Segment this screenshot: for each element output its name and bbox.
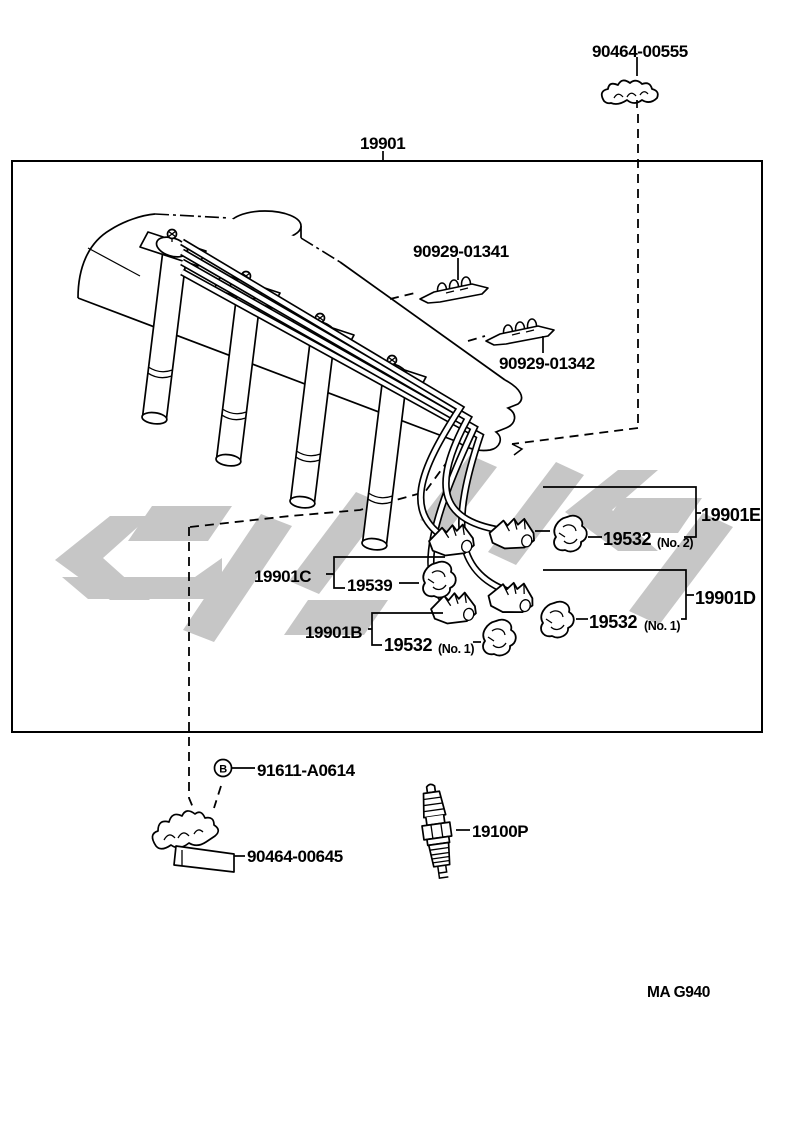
label-grommet-no2: 19532 [603, 529, 651, 549]
cord-d-bracket [543, 569, 694, 620]
label-clamp-bottom: 90464-00645 [247, 847, 343, 866]
cover-top-edge-dashdot-1 [154, 213, 230, 219]
cord-c-bracket [326, 556, 445, 589]
grommet-19539 [422, 560, 457, 599]
clamp-1342-dashed-line [467, 335, 486, 342]
label-grommet-19539: 19539 [347, 576, 392, 595]
cord-e-bracket [543, 486, 701, 538]
wire-2 [180, 250, 507, 534]
harness-boundary-dashed-line [189, 461, 448, 528]
label-spark-plug: 19100P [472, 822, 528, 841]
circle-b-letter: B [219, 764, 227, 776]
label-clamp-1342: 90929-01342 [499, 354, 595, 373]
label-cord-c: 19901C [254, 567, 311, 586]
cover-top-edge-dashdot-2 [300, 237, 341, 263]
bolt-reference: B [213, 758, 255, 778]
clamp-top-dashed-line-2 [511, 427, 639, 445]
label-clamp-1341: 90929-01341 [413, 242, 509, 261]
page-code: MA G940 [647, 984, 710, 1001]
plug-tube-3 [289, 333, 336, 509]
clamp-90929-01341 [419, 276, 489, 304]
grommet-19532-no1-left [482, 618, 517, 657]
cover-left-end [77, 213, 156, 299]
label-grommet-no1-right-suffix: (No. 1) [644, 619, 680, 633]
cover-detail-line [87, 247, 141, 277]
label-grommet-no1-left-suffix: (No. 1) [438, 642, 474, 656]
spark-plug-drawing [421, 783, 453, 879]
circle-b-marker [213, 758, 233, 778]
leader-lines [234, 57, 701, 857]
harness-assembly-box [11, 160, 763, 733]
grommet-no2-leader [535, 530, 602, 538]
label-bolt: 91611-A0614 [257, 761, 356, 780]
label-grommet-no1-left: 19532 [384, 635, 432, 655]
wire-1 [180, 240, 463, 544]
label-clamp-top: 90464-00555 [592, 42, 688, 61]
plug-tube-4 [361, 375, 408, 551]
clamp-90464-00645 [151, 810, 235, 873]
label-cord-d: 19901D [695, 588, 756, 608]
label-grommet-no2-suffix: (No. 2) [657, 536, 693, 550]
label-cord-e: 19901E [701, 505, 761, 525]
clamp-90464-00555 [600, 79, 659, 105]
grommet-19532-no2 [553, 514, 588, 553]
grommet-19532-no1-right [540, 600, 575, 639]
part-labels: 90464-00555 19901 90929-01341 90929-0134… [247, 42, 761, 1001]
cover-top-edge [339, 261, 506, 381]
label-cord-b: 19901B [305, 623, 362, 642]
bolt-dashed-line [213, 785, 222, 809]
cord-b-bracket [368, 612, 443, 646]
label-harness: 19901 [360, 134, 405, 153]
cover-right-end [457, 379, 523, 452]
clamp-1341-dashed-line [389, 291, 420, 300]
dashed-line-hook [511, 443, 524, 456]
clamp-bottom-dashed-line [188, 527, 195, 811]
label-grommet-no1-right: 19532 [589, 612, 637, 632]
